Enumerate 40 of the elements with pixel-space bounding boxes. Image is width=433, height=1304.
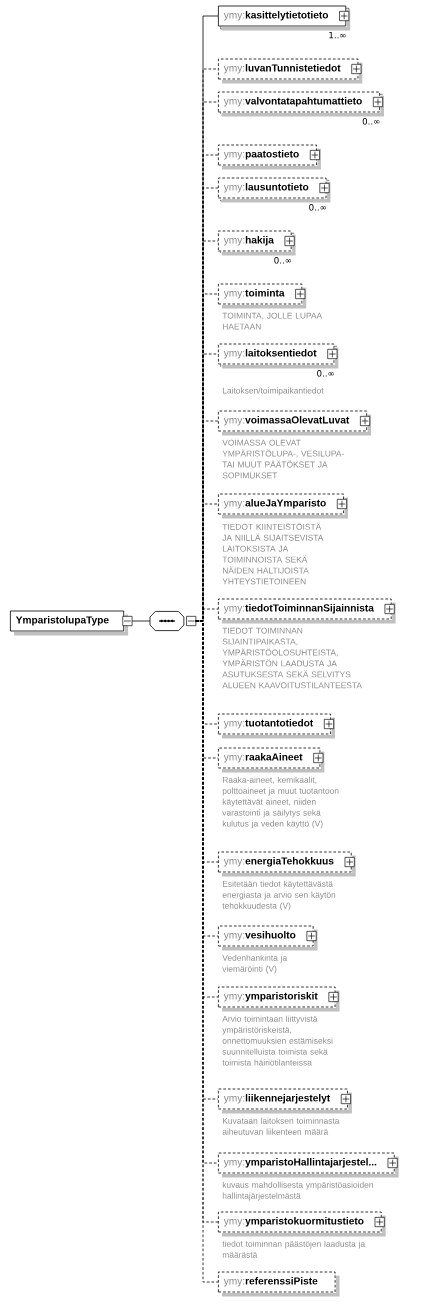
sequence-symbol (149, 611, 197, 631)
description-text: Kuvataan laitoksen toiminnasta aiheutuvan liikenteen määrä (222, 1117, 340, 1135)
description-text: TIEDOT KIINTEISTÖISTÄ JA NIILLÄ SIJAITSEVISTA LAITOKSISTA JA TOIMINNOISTA SEKÄ NÄIDEN HALTIJOISTA YHTEYSTIETOINEEN (222, 522, 324, 585)
multiplicity: 1..∞ (329, 32, 346, 39)
element-box: ymy:paatostieto (218, 144, 321, 170)
description-text: kuvaus mahdollisesta ympäristöasioiden hallintajärjestelmästä (222, 1181, 373, 1201)
description-text: Laitoksen/toimipaikantiedot (222, 387, 324, 396)
element-box: ymy:raakaAineet (218, 747, 325, 773)
multiplicity: 0..∞ (274, 257, 292, 264)
element-box: ymy:tiedotToiminnanSijainnista (218, 598, 396, 624)
description-text: VOIMASSA OLEVAT YMPÄRISTÖLUPA-, VESILUPA- TAI MUUT PÄÄTÖKSET JA SOPIMUKSET (222, 439, 344, 479)
element-box: ymy:valvontatapahtumattieto (218, 91, 384, 117)
element-box: ymy:kasittelytietotieto (218, 5, 351, 31)
description-text: tiedot toiminnan päästöjen laadusta ja määrästä (222, 1240, 366, 1258)
element-box: ymy:hakija (218, 230, 296, 256)
description-text: TIEDOT TOIMINNAN SIJAINTIPAIKASTA, YMPÄRISTÖOLOSUHTEISTA, YMPÄRISTÖN LAADUSTA JA ASUTUKSESTA SEKÄ SELVITYS ALUEEN KAAVOITUSTILANTEESTA (222, 627, 362, 689)
element-box: ymy:ymparistoriskit (218, 986, 340, 1012)
element-box: ymy:vesihuolto (218, 925, 318, 951)
element-box: ymy:voimassaOlevatLuvat (218, 410, 372, 436)
connector-line (131, 620, 151, 622)
element-box: ymy:laitoksentiedot (218, 343, 339, 369)
description-text: Arvio toimintaan liittyvistä ympäristöriskeistä, onnettomuuksien estämiseksi suunnitelluista toimista sekä toimista häiriötilanteissa (222, 1015, 333, 1066)
element-box: ymy:liikennejarjestelyt (218, 1088, 352, 1114)
element-box: ymy:tuotantotiedot (218, 713, 335, 739)
multiplicity: 0..∞ (309, 204, 326, 211)
element-box: ymy:ymparistoHallintajarjestel... (218, 1152, 399, 1178)
multiplicity: 0..∞ (317, 370, 334, 377)
description-text: Vedenhankinta ja viemäröinti (V) (222, 954, 288, 974)
multiplicity: 0..∞ (362, 118, 380, 125)
description-text: Raaka-aineet, kemikaalit, polttoaineet ja muut tuotantoon käytettävät aineet, niiden varastointi ja säilytys sekä kulutus ja veden käyttö (V) (222, 776, 339, 829)
element-box: ymy:energiaTehokkuus (218, 851, 356, 877)
element-box: ymy:ymparistokuormitustieto (218, 1211, 386, 1237)
element-box: ymy:luvanTunnistetiedot (218, 58, 363, 84)
description-text: TOIMINTA, JOLLE LUPAA HAETAAN (222, 312, 323, 330)
element-box: ymy:toiminta (218, 283, 307, 309)
element-box: ymy:lausuntotieto (218, 177, 331, 203)
element-box: ymy:referenssiPiste (218, 1271, 340, 1297)
description-text: Esitetään tiedot käytettävästä energiasta ja arvio sen käytön tehokkuudesta (V) (222, 880, 336, 911)
type-box: YmparistolupaType (10, 610, 133, 636)
element-box: ymy:alueJaYmparisto (218, 493, 348, 519)
